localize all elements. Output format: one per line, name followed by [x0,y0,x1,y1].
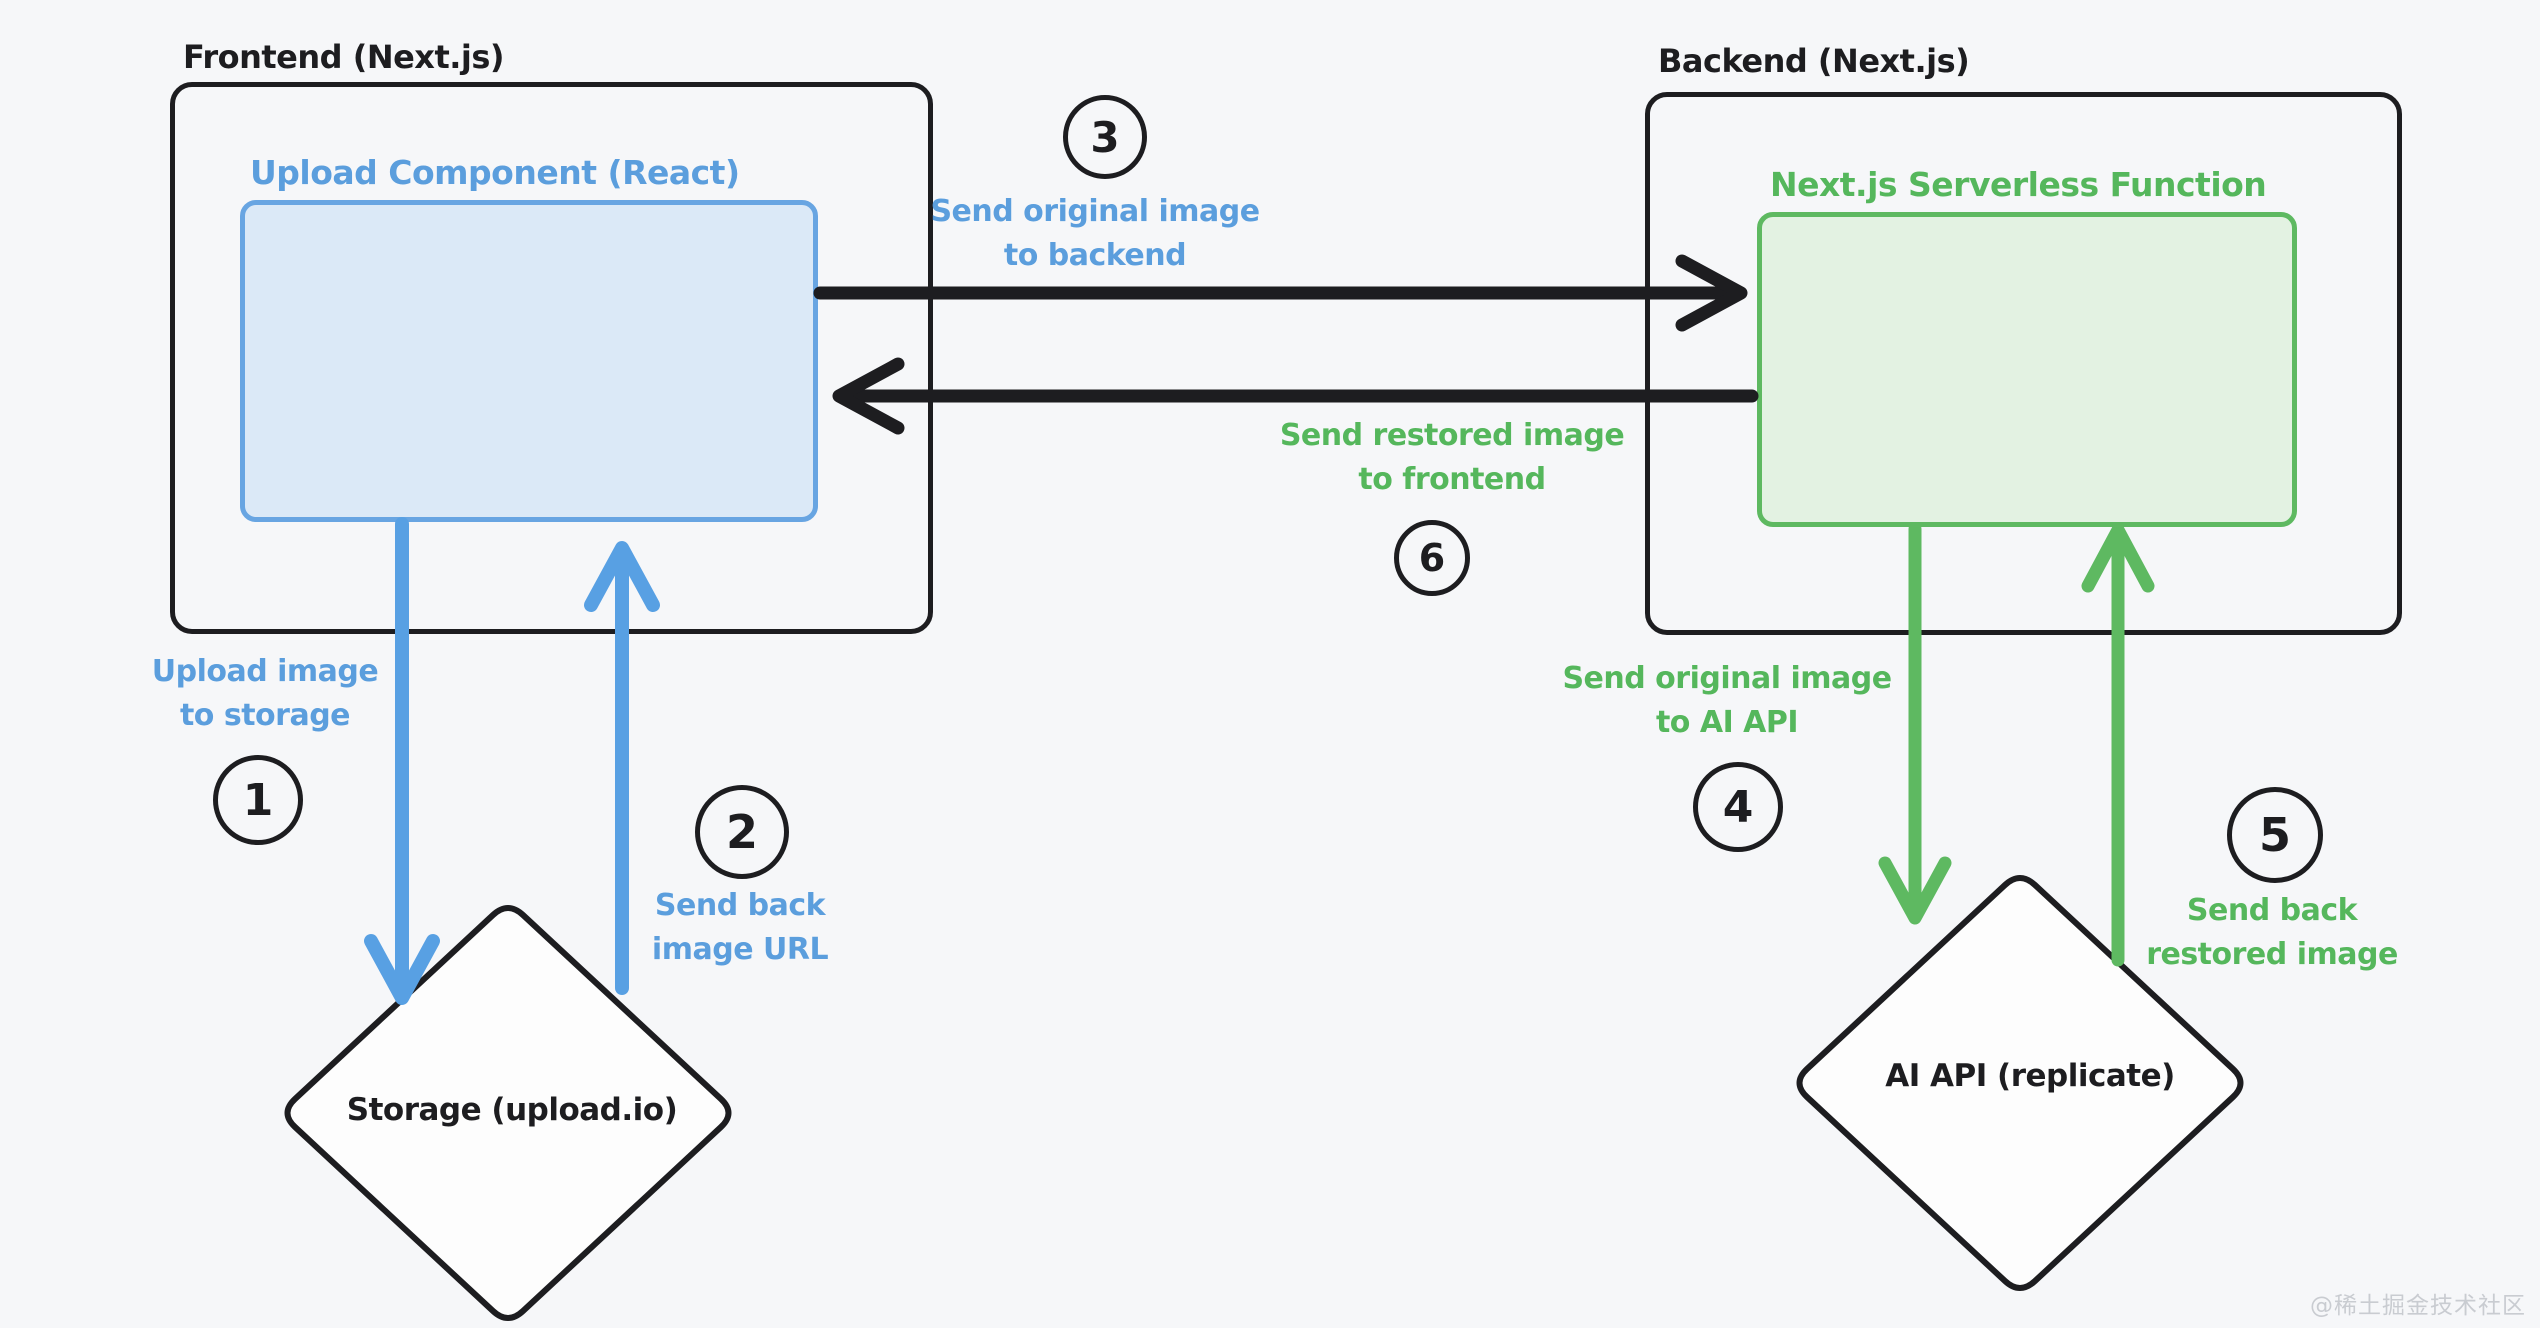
watermark: @稀土掘金技术社区 [2310,1293,2526,1319]
step-3-circle: 3 [1063,95,1147,179]
step-1-circle: 1 [213,755,303,845]
ai-api-label: AI API (replicate) [1885,1058,2175,1094]
upload-component-box [240,200,818,522]
frontend-title: Frontend (Next.js) [183,38,505,76]
step-4-label: Send original image to AI API [1562,661,1892,740]
frontend-box [170,82,933,634]
step-3-label: Send original image to backend [930,194,1260,273]
step-2-label: Send back image URL [651,888,829,967]
step-6-label: Send restored image to frontend [1279,418,1625,497]
backend-box [1645,92,2402,635]
serverless-function-box [1757,212,2297,527]
step-2-circle: 2 [695,785,789,879]
step-5-circle: 5 [2227,787,2323,883]
serverless-function-title: Next.js Serverless Function [1770,165,2267,204]
step-1-label: Upload image to storage [151,654,379,733]
upload-component-title: Upload Component (React) [250,153,740,192]
storage-label: Storage (upload.io) [346,1092,678,1128]
step-4-circle: 4 [1693,762,1783,852]
step-6-circle: 6 [1394,520,1470,596]
backend-title: Backend (Next.js) [1658,42,1970,80]
step-5-label: Send back restored image [2146,893,2398,972]
